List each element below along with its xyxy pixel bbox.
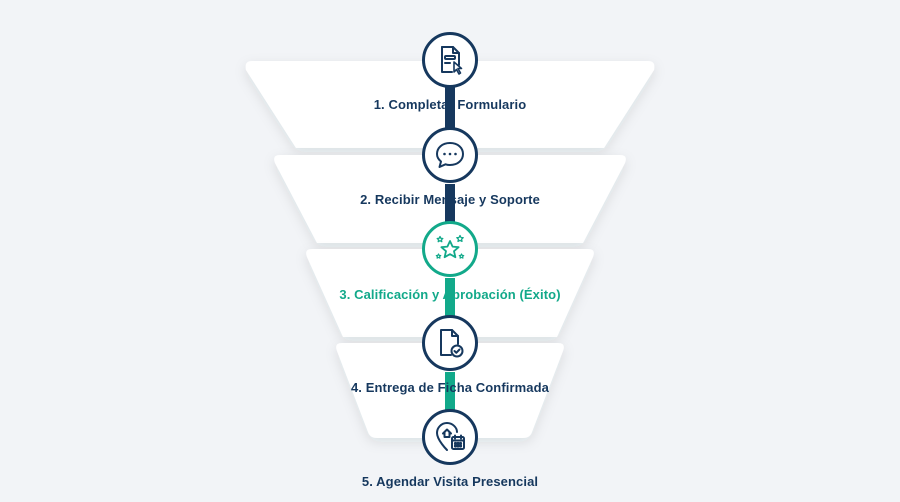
form-cursor-icon: [441, 46, 463, 75]
stars-icon: [435, 234, 465, 259]
step-3-icon-circle: [422, 221, 478, 277]
step-5-label: 5. Agendar Visita Presencial: [361, 474, 539, 489]
step-1-icon-circle: [422, 32, 478, 88]
step-1-label: 1. Completar Formulario: [373, 97, 527, 112]
chat-bubble-icon: [436, 142, 464, 168]
step-4-icon-circle: [422, 315, 478, 371]
connector-3-4: [445, 278, 455, 318]
step-2-icon-circle: [422, 127, 478, 183]
step-2-label: 2. Recibir Mensaje y Soporte: [360, 192, 540, 207]
connector-1-2: [445, 86, 455, 128]
step-5-icon-circle: [422, 409, 478, 465]
connector-4-5: [445, 372, 455, 412]
document-check-icon: [440, 329, 464, 358]
connector-2-3: [445, 184, 455, 224]
location-calendar-icon: [436, 422, 465, 451]
step-3-label: 3. Calificación y Aprobación (Éxito): [339, 287, 561, 302]
step-4-label: 4. Entrega de Ficha Confirmada: [350, 380, 550, 395]
